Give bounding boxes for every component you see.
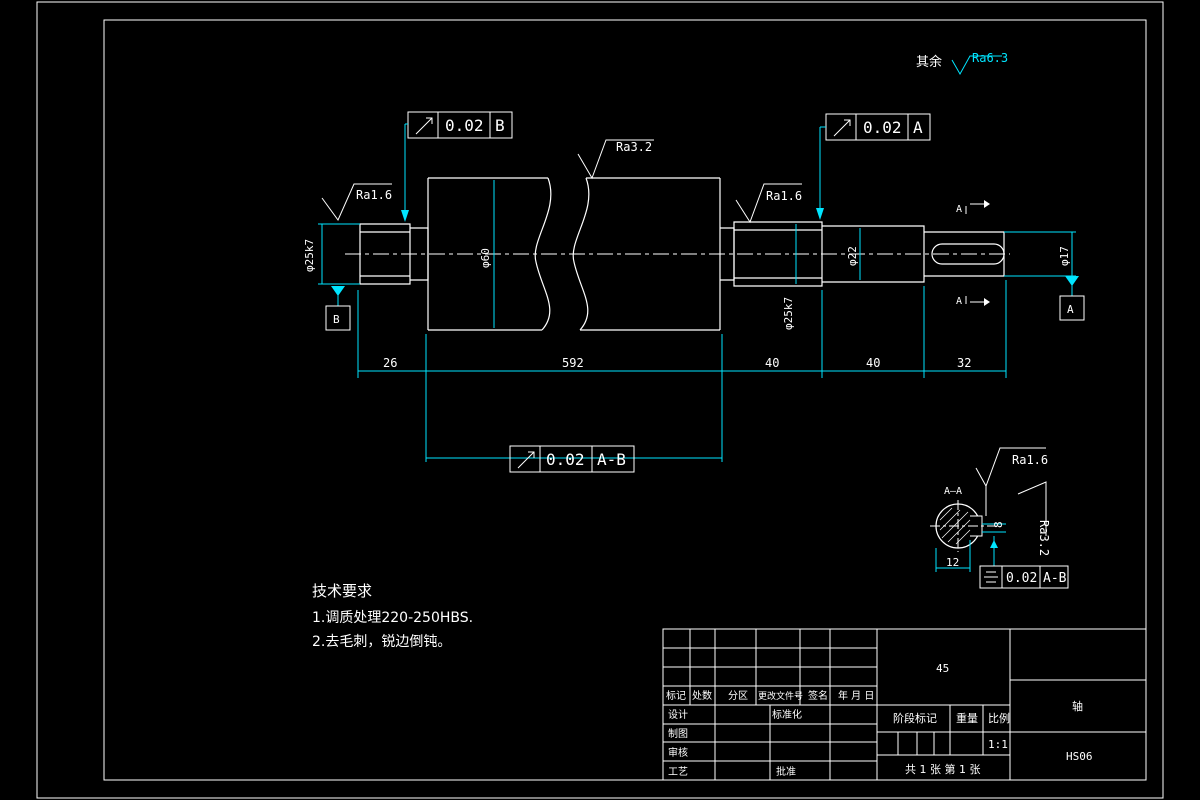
datum-b: B [325,286,351,331]
dim-left-journal-diameter: φ25k7 [303,239,316,272]
dim-length-26: 26 [383,356,397,370]
svg-text:2.去毛刺，锐边倒钝。: 2.去毛刺，锐边倒钝。 [312,634,451,650]
roughness-right-journal: Ra1.6 [735,183,802,224]
svg-text:A: A [956,204,962,215]
svg-text:阶段标记: 阶段标记 [893,711,937,725]
svg-text:1:1: 1:1 [988,738,1008,751]
svg-text:批准: 批准 [776,765,796,778]
svg-text:Ra3.2: Ra3.2 [1037,520,1051,556]
shaft-outline [359,177,1005,331]
svg-text:A-B: A-B [597,450,626,469]
runout-arrow-icon [833,119,851,137]
svg-text:12: 12 [946,556,959,569]
svg-text:Ra3.2: Ra3.2 [616,140,652,154]
title-block [662,628,1147,781]
dim-length-32: 32 [957,356,971,370]
dim-right-journal-diameter: φ25k7 [782,297,795,330]
svg-text:重量: 重量 [956,711,978,725]
svg-text:0.02: 0.02 [1006,571,1037,586]
roughness-icon [1017,481,1047,536]
runout-arrow-icon [517,451,535,469]
svg-text:工艺: 工艺 [668,766,688,778]
svg-text:制图: 制图 [668,727,688,740]
general-roughness-icon [951,55,1002,76]
general-roughness-value: Ra6.3 [972,51,1008,65]
runout-frame-right: 0.02 A [816,113,931,220]
svg-text:签名: 签名 [808,689,828,702]
svg-text:Ra1.6: Ra1.6 [766,189,802,203]
section-view-aa: A—A 12 8 Ra1.6 Ra3.2 [930,447,1069,589]
svg-text:更改文件号: 更改文件号 [758,690,803,702]
dim-shaft-17-diameter: φ17 [1058,246,1071,266]
symmetry-icon [984,571,998,583]
datum-a: A [1059,276,1085,321]
svg-text:45: 45 [936,662,949,675]
general-roughness-prefix: 其余 [916,54,942,70]
diameter-dimensions [318,180,1076,328]
svg-text:A-B: A-B [1043,571,1067,586]
svg-text:0.02: 0.02 [445,116,484,135]
runout-arrow-icon [415,117,433,135]
length-dimension-lines [357,280,1007,462]
svg-text:比例: 比例 [988,711,1010,725]
section-marks: A A [956,200,990,307]
roughness-left-journal: Ra1.6 [321,183,392,221]
svg-text:A: A [1067,303,1074,316]
roughness-icon [975,447,1046,488]
runout-frame-bottom: 0.02 A-B [509,445,635,473]
svg-text:Ra1.6: Ra1.6 [356,188,392,202]
svg-text:Ra1.6: Ra1.6 [1012,453,1048,467]
drawing-frame [36,1,1164,799]
svg-text:共 1 张 第 1 张: 共 1 张 第 1 张 [905,762,980,776]
dim-length-40a: 40 [765,356,779,370]
svg-text:1.调质处理220-250HBS.: 1.调质处理220-250HBS. [312,610,473,626]
svg-text:标记: 标记 [666,690,686,702]
svg-text:技术要求: 技术要求 [312,582,372,600]
svg-text:轴: 轴 [1072,699,1083,713]
svg-text:B: B [495,116,505,135]
title-block-text: 45 轴 HS06 比例 1:1 重量 阶段标记 共 1 张 第 1 张 标记 … [666,662,1093,778]
roughness-icon [577,139,654,180]
svg-text:0.02: 0.02 [546,450,585,469]
svg-text:A: A [913,118,923,137]
dim-shaft-22-diameter: φ22 [846,246,859,266]
svg-text:A: A [956,296,962,307]
dim-length-40b: 40 [866,356,880,370]
roughness-middle-body: Ra3.2 [577,139,654,180]
general-roughness-note: 其余 Ra6.3 [916,51,1008,76]
svg-text:审核: 审核 [668,746,688,759]
svg-text:年 月 日: 年 月 日 [838,689,874,702]
dim-body-diameter: φ60 [479,248,492,268]
svg-text:分区: 分区 [728,690,748,702]
svg-text:B: B [333,313,340,326]
svg-text:0.02: 0.02 [863,118,902,137]
dim-length-592: 592 [562,356,584,370]
roughness-icon [735,183,802,224]
technical-requirements: 技术要求 1.调质处理220-250HBS. 2.去毛刺，锐边倒钝。 [312,582,473,650]
svg-text:HS06: HS06 [1066,750,1093,763]
svg-text:A—A: A—A [944,486,962,497]
runout-frame-left: 0.02 B [401,111,513,222]
svg-text:标准化: 标准化 [772,708,802,721]
svg-text:设计: 设计 [668,708,688,721]
svg-text:8: 8 [992,521,1005,528]
roughness-icon [321,183,392,221]
svg-text:处数: 处数 [692,689,712,702]
